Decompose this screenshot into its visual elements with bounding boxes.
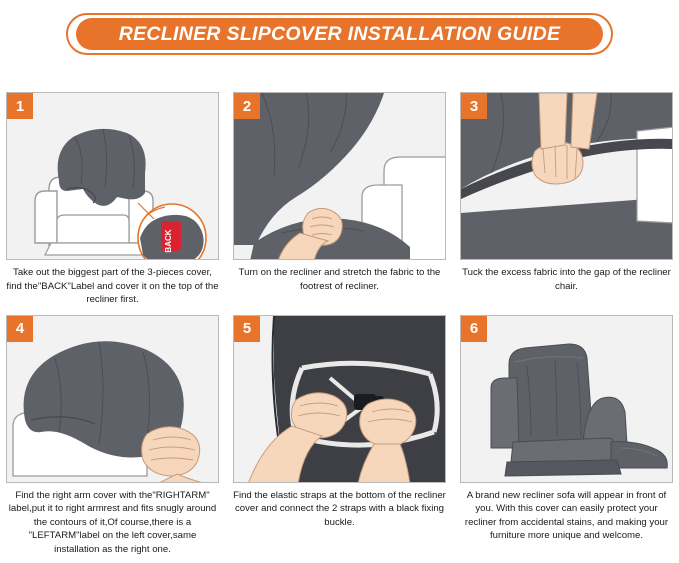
page-title: RECLINER SLIPCOVER INSTALLATION GUIDE [118,22,561,45]
step-caption-5: Find the elastic straps at the bottom of… [233,489,446,528]
step-caption-3: Tuck the excess fabric into the gap of t… [462,267,671,292]
step-4-illustration [7,315,218,482]
step-image-5: 5 [233,314,446,483]
step-badge-5: 5 [234,315,260,342]
step-3-illustration [461,93,672,259]
guide-title-pill: RECLINER SLIPCOVER INSTALLATION GUIDE [76,18,603,50]
guide-title-banner: RECLINER SLIPCOVER INSTALLATION GUIDE [66,13,613,55]
step-caption-4: Find the right arm cover with the"RIGHTA… [8,489,217,555]
step-2-illustration [234,93,445,259]
step-badge-4: 4 [7,315,33,342]
step-caption-2: Turn on the recliner and stretch the fab… [238,267,441,292]
step-1-illustration: BACK [7,93,218,259]
step-cell-2: 2 Turn on the recliner and stretch the f… [233,92,446,307]
step-cell-6: 6 A brand new recliner sofa will appear … [460,314,673,557]
step-6-illustration [461,315,672,482]
step-badge-2: 2 [234,93,260,119]
svg-text:BACK: BACK [164,229,173,252]
step-caption-6: A brand new recliner sofa will appear in… [464,489,669,542]
step-cell-5: 5 Find the elastic straps at the bottom … [233,314,446,557]
step-image-1: BACK 1 [6,92,219,260]
step-badge-1: 1 [7,93,33,119]
step-image-4: 4 [6,314,219,483]
step-cell-3: 3 Tuck the excess fabric into the gap of… [460,92,673,307]
step-image-6: 6 [460,314,673,483]
step-image-3: 3 [460,92,673,260]
step-badge-6: 6 [461,315,487,342]
step-caption-1: Take out the biggest part of the 3-piece… [6,267,219,305]
steps-grid: BACK 1 Take out the biggest part of the … [6,92,673,556]
step-5-illustration [234,315,445,482]
step-cell-4: 4 Find the right arm cover with the"RIGH… [6,314,219,557]
step-cell-1: BACK 1 Take out the biggest part of the … [6,92,219,307]
step-image-2: 2 [233,92,446,260]
step-badge-3: 3 [461,93,487,119]
